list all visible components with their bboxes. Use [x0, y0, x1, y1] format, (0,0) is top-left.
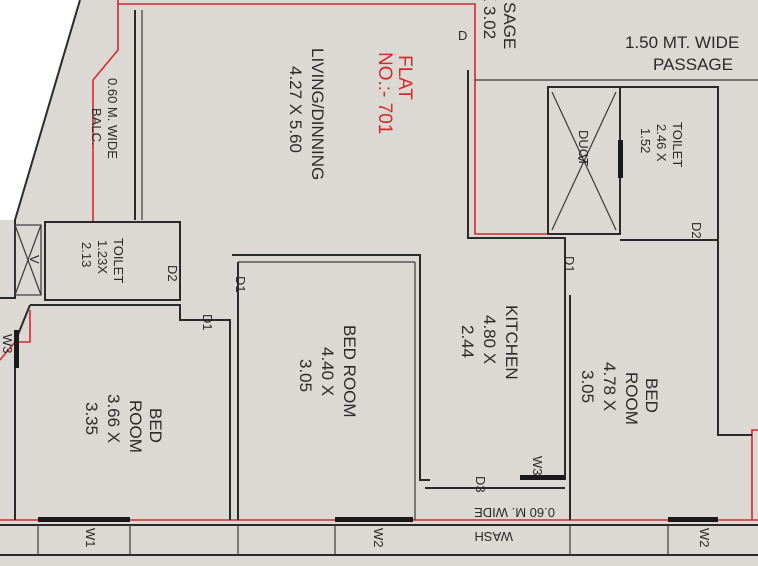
- door-toilet-right: [618, 140, 623, 178]
- flat-number-label: FLAT NO.:- 701: [374, 52, 415, 134]
- window-w3-left: [14, 330, 19, 368]
- window-tag-w1: W1: [83, 528, 98, 548]
- svg-text:KITCHEN: KITCHEN: [502, 305, 521, 380]
- svg-text:TOILET: TOILET: [670, 122, 685, 167]
- bed-right-wall-east: [717, 240, 752, 436]
- svg-text:SAGE: SAGE: [500, 2, 519, 49]
- svg-text:FLAT: FLAT: [394, 55, 415, 100]
- flat-boundary-balcony: [0, 310, 31, 361]
- vent-tag-left: V: [27, 255, 42, 264]
- svg-text:BALC.: BALC.: [89, 108, 104, 146]
- living-label: LIVING/DINNING 4.27 X 5.60: [286, 48, 327, 180]
- svg-text:D2: D2: [165, 265, 180, 282]
- svg-text:3.35: 3.35: [82, 402, 101, 435]
- svg-text:BED: BED: [642, 378, 661, 413]
- bed-mid-walls: [232, 254, 430, 481]
- svg-text:DUCT: DUCT: [576, 130, 591, 166]
- duct-small: [14, 224, 42, 296]
- kitchen-label: KITCHEN 4.80 X 2.44: [458, 305, 521, 380]
- bed-mid-label: BED ROOM 4.40 X 3.05: [296, 325, 359, 418]
- svg-text:D2: D2: [689, 222, 704, 239]
- toilet-small-label: TOILET 1.23X 2.13: [79, 238, 126, 283]
- svg-text:LIVING/DINNING: LIVING/DINNING: [308, 48, 327, 180]
- window-tag-w3-wash: W3: [530, 456, 545, 476]
- svg-text:0.60 M. WIDE: 0.60 M. WIDE: [105, 78, 120, 159]
- svg-text:D1: D1: [233, 276, 248, 293]
- passage-top-line1: 1.50 MT. WIDE: [625, 33, 739, 52]
- svg-text:0.60 M. WIDE: 0.60 M. WIDE: [474, 505, 555, 520]
- svg-text:2.46 X: 2.46 X: [654, 124, 669, 162]
- window-w3-wash: [520, 475, 565, 480]
- svg-text:D1: D1: [200, 314, 215, 331]
- duct-right-cross-2: [551, 91, 617, 231]
- passage-top-line2: PASSAGE: [653, 55, 733, 74]
- svg-text:3.05: 3.05: [296, 359, 315, 392]
- vent-tag-duct: V: [575, 154, 590, 163]
- svg-text:WASH: WASH: [474, 529, 513, 544]
- toilet-right-walls: [620, 86, 719, 241]
- window-w2-mid: [335, 517, 413, 522]
- svg-text:W3: W3: [530, 456, 545, 476]
- passage-left-label: SAGE X 3.02: [480, 0, 519, 49]
- svg-text:NO.:- 701: NO.:- 701: [374, 52, 395, 134]
- svg-text:X 3.02: X 3.02: [480, 0, 499, 39]
- bed-left-walls: [30, 304, 231, 520]
- toilet-right-label: TOILET 2.46 X 1.52: [638, 122, 685, 167]
- door-tag-d: D: [458, 28, 467, 43]
- svg-text:ROOM: ROOM: [622, 372, 641, 425]
- svg-text:W3: W3: [0, 334, 15, 354]
- svg-text:4.40 X: 4.40 X: [318, 347, 337, 396]
- door-tag-d2-right: D2: [689, 222, 704, 239]
- door-tag-d1-right: D1: [562, 256, 577, 273]
- svg-text:4.27 X 5.60: 4.27 X 5.60: [286, 66, 305, 153]
- door-tag-d3: D3: [473, 476, 488, 493]
- window-tag-w2-mid: W2: [371, 528, 386, 548]
- svg-text:1.23X: 1.23X: [95, 240, 110, 274]
- svg-text:W1: W1: [83, 528, 98, 548]
- svg-text:4.78 X: 4.78 X: [600, 362, 619, 411]
- svg-text:W2: W2: [697, 528, 712, 548]
- window-tag-w2-right: W2: [697, 528, 712, 548]
- flat-boundary-right: [751, 429, 758, 520]
- svg-text:2.44: 2.44: [458, 325, 477, 358]
- door-tag-d1-mid: D1: [233, 276, 248, 293]
- svg-text:W2: W2: [371, 528, 386, 548]
- svg-text:D1: D1: [562, 256, 577, 273]
- svg-text:BED ROOM: BED ROOM: [340, 325, 359, 418]
- toilet-small-walls: [44, 221, 181, 301]
- door-tag-d1-left: D1: [200, 314, 215, 331]
- svg-text:V: V: [575, 154, 590, 163]
- svg-text:V: V: [27, 255, 42, 264]
- svg-text:4.80 X: 4.80 X: [480, 315, 499, 364]
- bed-right-label: BED ROOM 4.78 X 3.05: [578, 362, 661, 425]
- svg-text:D3: D3: [473, 476, 488, 493]
- bed-left-label: BED ROOM 3.66 X 3.35: [82, 394, 165, 453]
- svg-text:TOILET: TOILET: [111, 238, 126, 283]
- duct-small-cross-2: [14, 224, 42, 296]
- svg-text:2.13: 2.13: [79, 242, 94, 267]
- window-w2-right: [668, 517, 718, 522]
- balcony-label: 0.60 M. WIDE BALC.: [89, 78, 120, 159]
- svg-text:BED: BED: [146, 408, 165, 443]
- svg-text:3.05: 3.05: [578, 370, 597, 403]
- duct-label: DUCT: [576, 130, 591, 166]
- window-w1: [38, 517, 130, 522]
- svg-text:3.66 X: 3.66 X: [104, 394, 123, 443]
- kitchen-walls: [467, 70, 566, 480]
- svg-text:ROOM: ROOM: [126, 400, 145, 453]
- door-tag-d2-small: D2: [165, 265, 180, 282]
- wash-label: 0.60 M. WIDE WASH: [474, 505, 555, 544]
- svg-text:1.52: 1.52: [638, 128, 653, 153]
- window-tag-w3-left: W3: [0, 334, 15, 354]
